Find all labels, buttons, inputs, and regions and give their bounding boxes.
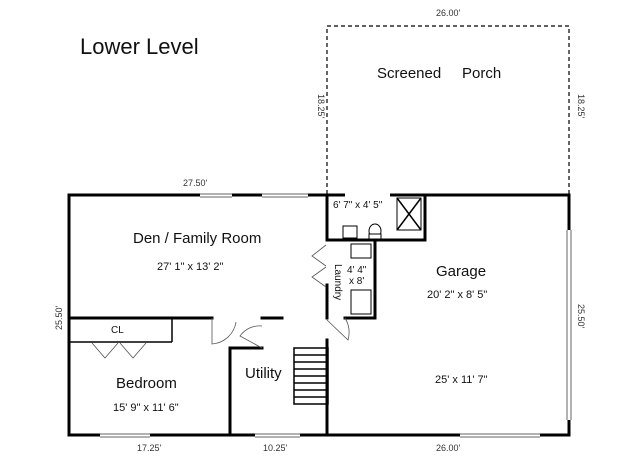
garage-size-a: 20' 2" x 8' 5"	[427, 289, 487, 301]
washer-icon	[350, 243, 372, 259]
interior-walls	[67, 193, 427, 437]
dim-porch-right: 18.25'	[576, 94, 586, 119]
den-label: Den / Family Room	[133, 230, 261, 247]
laundry-label: Laundry	[332, 264, 343, 300]
den-size: 27' 1" x 13' 2"	[157, 261, 224, 273]
sink-icon	[342, 225, 358, 239]
laundry-size-a: 4' 4"	[347, 265, 367, 276]
bedroom-label: Bedroom	[116, 375, 177, 392]
doors	[91, 244, 350, 359]
stairs	[293, 347, 329, 405]
dim-porch-left: 18.25'	[316, 94, 326, 119]
dim-house-left: 25.50'	[54, 305, 64, 330]
dim-house-right: 25.50'	[576, 304, 586, 329]
dim-house-top: 27.50'	[183, 178, 208, 188]
dim-bottom-middle: 10.25'	[263, 443, 288, 453]
bath-size: 6' 7" x 4' 5"	[333, 200, 383, 211]
dim-bottom-right: 26.00'	[436, 443, 461, 453]
porch-label-porch: Porch	[462, 65, 501, 82]
porch-label-screened: Screened	[377, 65, 441, 82]
exterior-walls	[67, 192, 572, 438]
dim-bottom-left: 17.25'	[137, 443, 162, 453]
utility-label: Utility	[245, 365, 282, 382]
laundry-fixtures	[350, 243, 372, 315]
dryer-icon	[350, 289, 372, 315]
bath-fixtures	[342, 197, 422, 240]
laundry-size-b: x 8'	[349, 276, 364, 287]
closet-label: CL	[111, 325, 124, 336]
dim-porch-top: 26.00'	[436, 8, 461, 18]
garage-size-b: 25' x 11' 7"	[435, 374, 488, 386]
porch-outline	[326, 25, 570, 194]
plan-title: Lower Level	[80, 34, 199, 59]
bedroom-size: 15' 9" x 11' 6"	[113, 402, 179, 414]
garage-label: Garage	[436, 263, 486, 280]
